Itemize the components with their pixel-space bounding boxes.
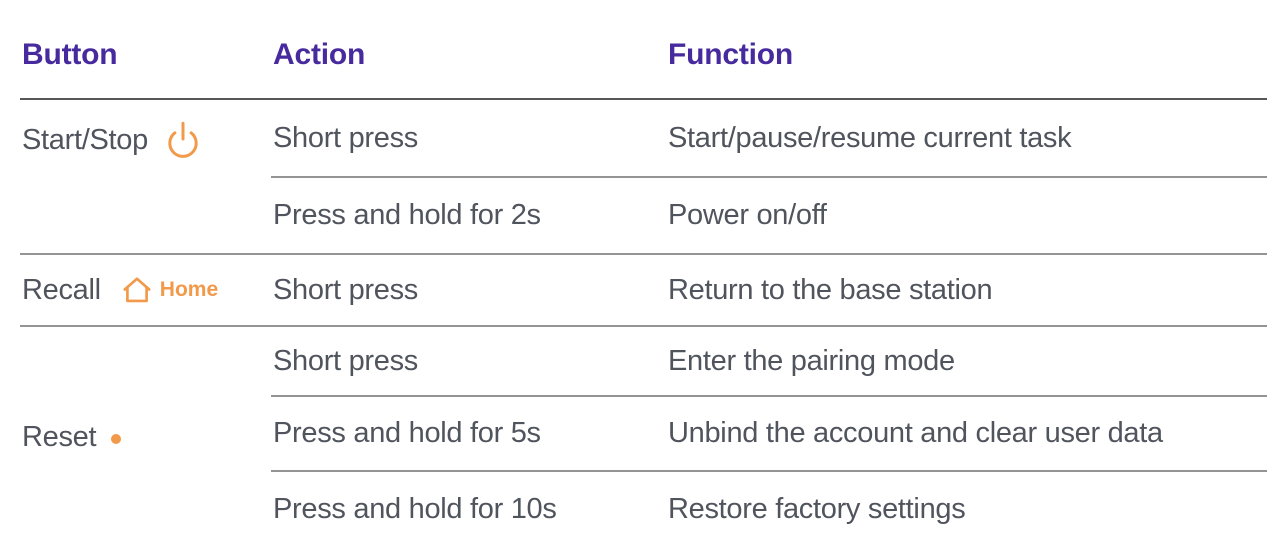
button-cell-recall: Recall Home <box>20 254 271 327</box>
home-icon <box>121 274 153 306</box>
function-cell: Start/pause/resume current task <box>666 99 1267 178</box>
table-row: Start/Stop Short press Start/pause/resum… <box>20 99 1267 255</box>
button-cell-start-stop: Start/Stop <box>20 99 271 255</box>
action-cell: Short press <box>271 99 666 178</box>
table-row: Recall Home Short press Return to the ba… <box>20 254 1267 327</box>
action-cell: Short press <box>271 254 666 327</box>
table-row: Reset Short press Enter the pairing mode <box>20 326 1267 453</box>
table-row: Press and hold for 10s Restore factory s… <box>20 471 1267 540</box>
table-row: Press and hold for 5s Unbind the account… <box>20 396 1267 472</box>
button-label-recall: Recall <box>22 273 101 306</box>
function-cell: Enter the pairing mode <box>666 326 1267 397</box>
button-function-table: Button Action Function Start/Stop Short … <box>20 0 1267 540</box>
function-cell: Unbind the account and clear user data <box>666 396 1267 472</box>
function-cell: Restore factory settings <box>668 493 966 525</box>
button-label-reset: Reset <box>22 420 97 453</box>
function-cell: Return to the base station <box>666 254 1267 327</box>
action-cell: Press and hold for 5s <box>271 396 666 472</box>
function-cell: Power on/off <box>666 177 1267 255</box>
action-cell: Press and hold for 2s <box>271 177 666 255</box>
power-icon <box>165 121 201 160</box>
home-icon-label: Home <box>159 278 219 301</box>
button-label-start-stop: Start/Stop <box>22 124 148 156</box>
column-header-function: Function <box>666 0 1267 100</box>
header-row: Button Action Function <box>20 0 1267 100</box>
action-cell: Short press <box>271 326 666 397</box>
column-header-button: Button <box>20 0 271 100</box>
table-row: Press and hold for 2s Power on/off <box>20 177 1267 255</box>
button-cell-reset: Reset <box>20 326 271 540</box>
action-cell: Press and hold for 10s <box>273 493 557 525</box>
dot-icon <box>111 434 122 444</box>
column-header-action: Action <box>271 0 666 100</box>
